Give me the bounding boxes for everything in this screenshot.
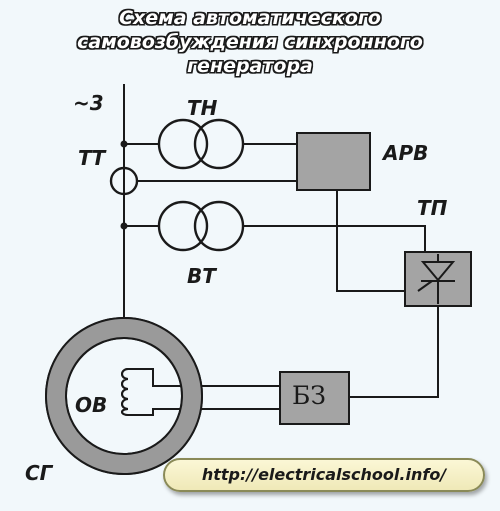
title-line-2: самовозбуждения синхронного [77,31,423,53]
tn-winding-1 [157,118,209,170]
bz-block [279,371,350,425]
vt-label: ВТ [187,264,216,288]
tn-label: ТН [187,96,218,120]
arv-to-tp-line [336,190,405,292]
source-url-badge: http://electricalschool.info/ [163,458,485,492]
ov-lead-bottom [138,408,280,416]
stator-ring-band [45,317,203,475]
tp-to-bz-line [349,306,439,398]
vt-winding-2 [193,200,245,252]
title-line-3: генератора [187,55,313,77]
arv-block [296,132,371,191]
tt-label: ТТ [78,146,106,170]
ov-label: ОВ [75,393,108,417]
tp-label: ТП [417,196,448,220]
vt-winding-1 [157,200,209,252]
phase-label: ~3 [73,91,104,115]
bz-label: БЗ [292,381,326,410]
junction-dot-vt [120,222,128,230]
sg-label: СГ [25,461,53,485]
tn-winding-2 [193,118,245,170]
vt-to-tp-line [243,225,426,252]
junction-dot-tn [120,140,128,148]
arv-label: АРВ [383,141,429,165]
ov-lead-top [138,368,280,387]
title-line-1: Схема автоматического [119,7,381,29]
thyristor-icon [417,254,456,304]
diagram-title: Схема автоматического самовозбуждения си… [0,6,500,78]
